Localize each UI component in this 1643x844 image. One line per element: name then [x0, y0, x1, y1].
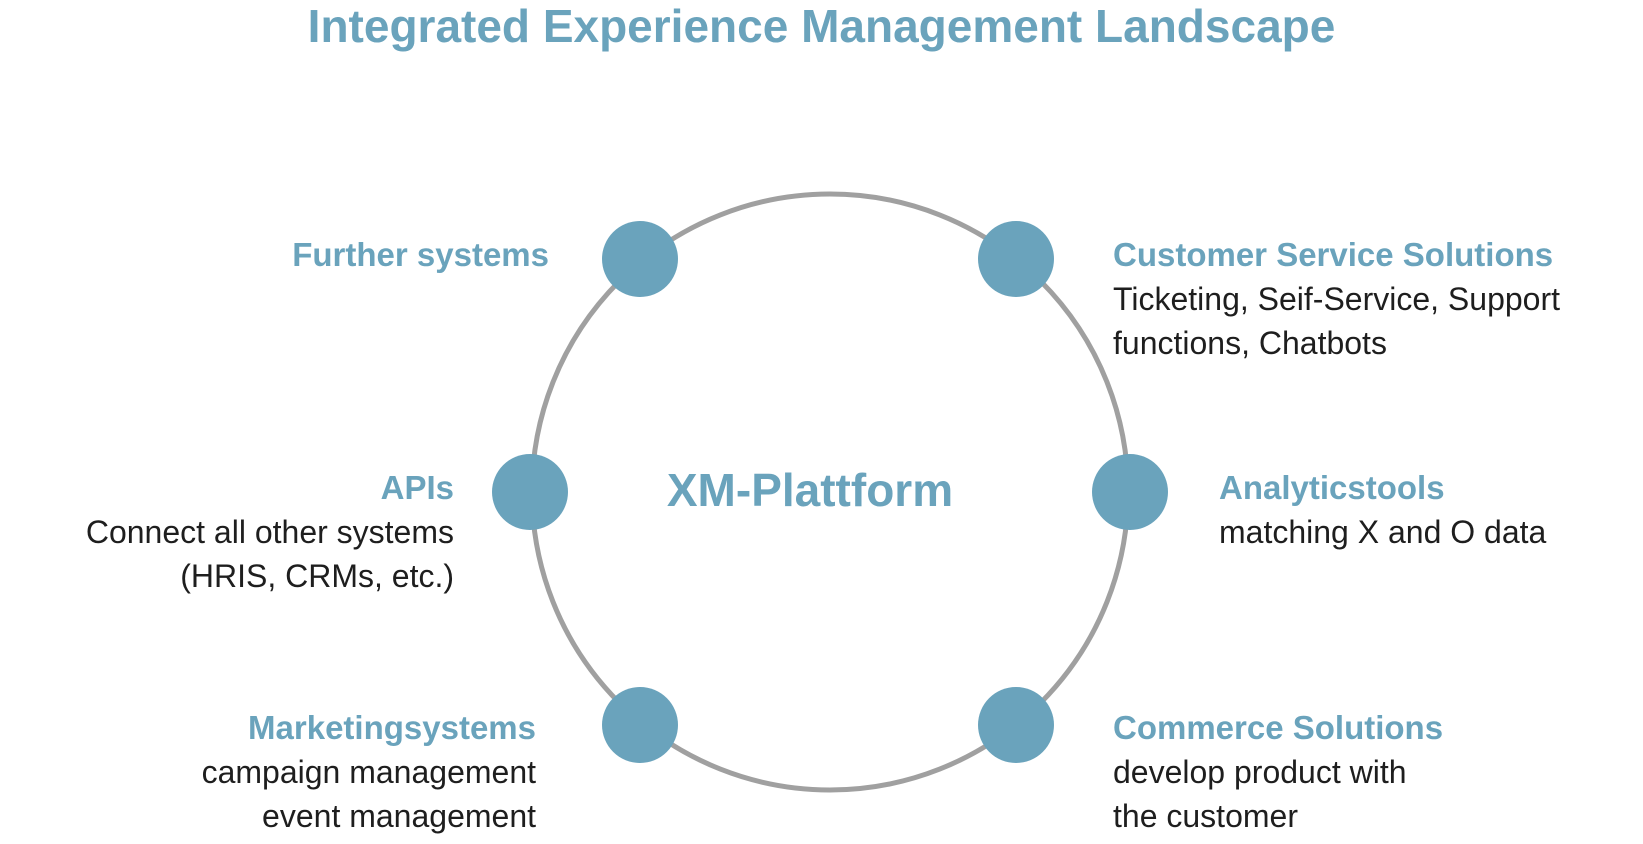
- node-dot-further-systems: [602, 221, 678, 297]
- node-dot-analytics: [1092, 454, 1168, 530]
- node-description-line: the customer: [1113, 798, 1298, 834]
- node-heading: Further systems: [292, 236, 549, 273]
- node-heading: Commerce Solutions: [1113, 709, 1444, 746]
- node-further-systems: Further systems: [292, 233, 549, 277]
- node-dot-marketing: [602, 687, 678, 763]
- node-apis: APIs Connect all other systems (HRIS, CR…: [86, 466, 454, 598]
- center-label: XM-Plattform: [666, 464, 954, 516]
- node-commerce: Commerce Solutions develop product with …: [1113, 706, 1443, 838]
- node-marketing: Marketingsystems campaign management eve…: [202, 706, 536, 838]
- node-heading: Analyticstools: [1219, 469, 1445, 506]
- diagram-title: Integrated Experience Management Landsca…: [307, 0, 1336, 52]
- node-customer-service: Customer Service Solutions Ticketing, Se…: [1113, 233, 1560, 365]
- node-analytics: Analyticstools matching X and O data: [1219, 466, 1546, 554]
- node-dot-apis: [492, 454, 568, 530]
- node-description-line: develop product with: [1113, 754, 1407, 790]
- node-description-line: Connect all other systems: [85, 514, 454, 550]
- node-heading: Marketingsystems: [248, 709, 536, 746]
- node-description-line: functions, Chatbots: [1113, 325, 1387, 361]
- node-heading: Customer Service Solutions: [1113, 236, 1554, 273]
- node-description-line: (HRIS, CRMs, etc.): [180, 558, 454, 594]
- node-description-line: campaign management: [201, 754, 536, 790]
- node-dot-customer-service: [978, 221, 1054, 297]
- node-description-line: Ticketing, Seif-Service, Support: [1113, 281, 1560, 317]
- node-dot-commerce: [978, 687, 1054, 763]
- node-description-line: event management: [262, 798, 536, 834]
- node-heading: APIs: [380, 469, 454, 506]
- node-description-line: matching X and O data: [1219, 514, 1547, 550]
